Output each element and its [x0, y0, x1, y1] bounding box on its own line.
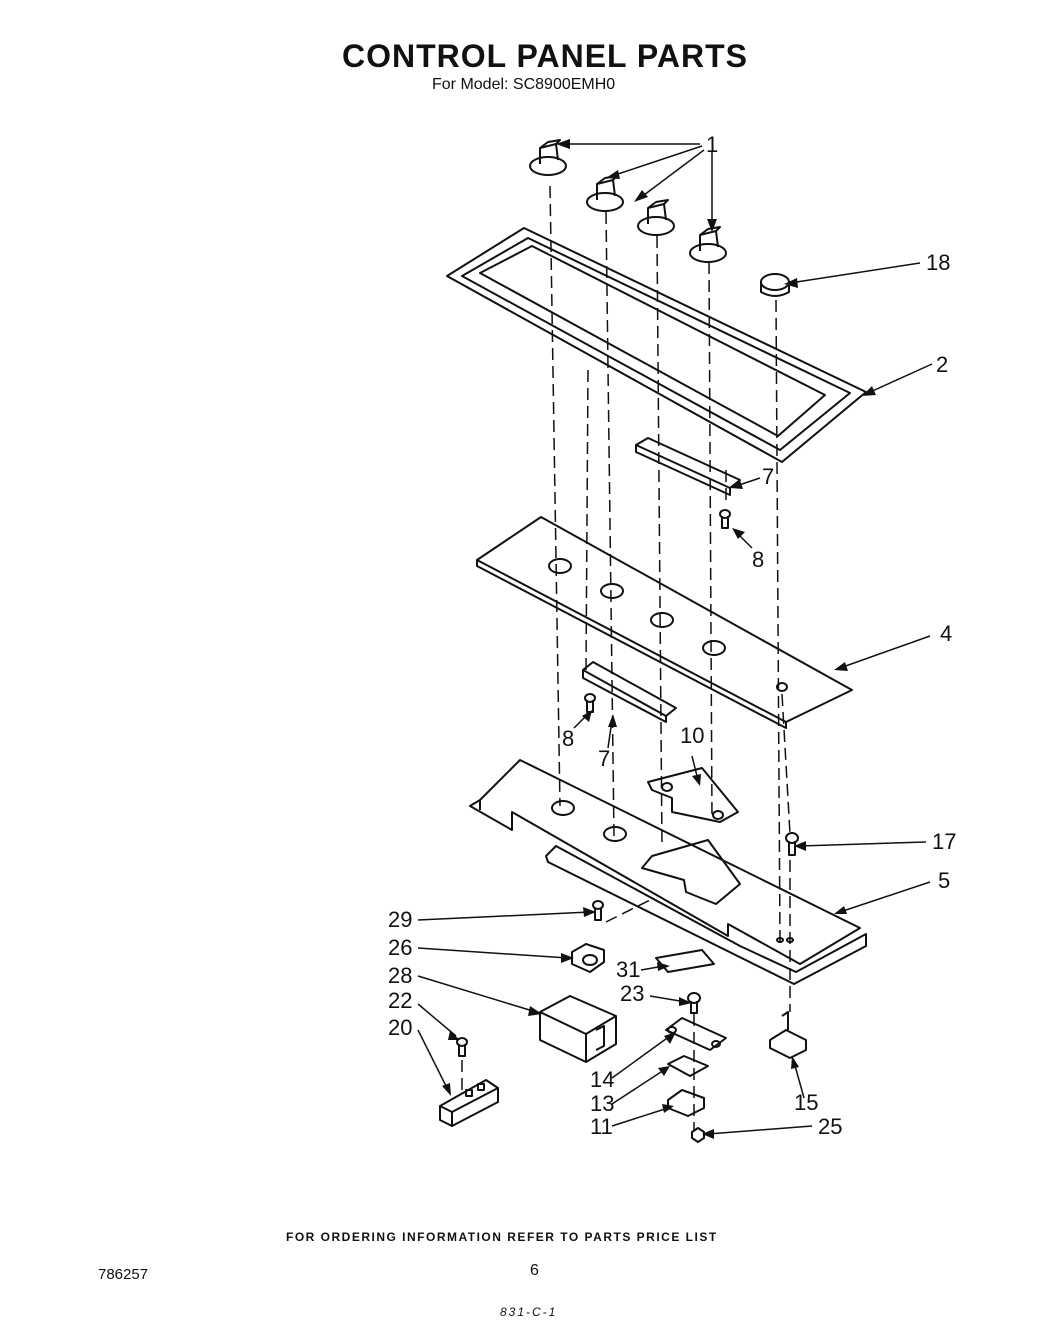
- callout-15: 15: [794, 1090, 818, 1115]
- bracket-7-upper: [635, 437, 741, 496]
- screw-23: [687, 992, 701, 1014]
- knob-18: [760, 273, 790, 297]
- callout-5: 5: [938, 868, 950, 893]
- alignment-lines: [461, 185, 791, 1130]
- callout-labels: 1 18 2 7 8 4 8 7 10 17 5 29 26 31 28 23 …: [388, 132, 956, 1139]
- control-panel-plate-4: [476, 516, 853, 729]
- screw-8-upper: [719, 509, 731, 529]
- terminal-block-20: [439, 1079, 499, 1127]
- callout-7-lower: 7: [598, 746, 610, 771]
- control-console-5: [469, 759, 867, 985]
- callout-17: 17: [932, 829, 956, 854]
- switch-15: [769, 1011, 807, 1059]
- nut-25: [691, 1127, 705, 1143]
- relay-box-28: [539, 995, 617, 1063]
- callout-4: 4: [940, 621, 952, 646]
- callout-28: 28: [388, 963, 412, 988]
- callout-7-upper: 7: [762, 464, 774, 489]
- screw-29: [592, 900, 604, 921]
- arrowheads: [442, 139, 876, 1139]
- bracket-7-lower: [582, 661, 677, 723]
- bracket-14: [665, 1017, 727, 1051]
- callout-1: 1: [706, 132, 718, 157]
- leader-lines: [417, 143, 933, 1135]
- callout-23: 23: [620, 981, 644, 1006]
- callout-8-upper: 8: [752, 547, 764, 572]
- page-title: CONTROL PANEL PARTS: [342, 38, 748, 74]
- callout-20: 20: [388, 1015, 412, 1040]
- callout-18: 18: [926, 250, 950, 275]
- callout-10: 10: [680, 723, 704, 748]
- callout-14: 14: [590, 1067, 614, 1092]
- callout-26: 26: [388, 935, 412, 960]
- knob-1: [529, 139, 567, 176]
- knob-4: [689, 226, 727, 263]
- ordering-note: FOR ORDERING INFORMATION REFER TO PARTS …: [286, 1230, 718, 1244]
- callout-2: 2: [936, 352, 948, 377]
- screw-22: [456, 1037, 468, 1057]
- knob-3: [637, 199, 675, 236]
- sheet-code: 831-C-1: [500, 1305, 558, 1319]
- model-line: For Model: SC8900EMH0: [432, 76, 616, 93]
- gasket-13: [667, 1055, 709, 1077]
- callout-31: 31: [616, 957, 640, 982]
- part-31-label: [655, 949, 715, 973]
- callout-29: 29: [388, 907, 412, 932]
- page-number: 6: [530, 1262, 539, 1279]
- knob-2: [586, 175, 624, 212]
- document-code: 786257: [98, 1266, 149, 1283]
- callout-13: 13: [590, 1091, 614, 1116]
- screw-8-lower: [584, 693, 596, 713]
- part-26-hex-nut: [571, 943, 605, 973]
- switch-11: [667, 1089, 705, 1117]
- callout-11: 11: [590, 1114, 613, 1139]
- screw-17: [785, 832, 799, 856]
- callout-25: 25: [818, 1114, 842, 1139]
- callout-22: 22: [388, 988, 412, 1013]
- callout-8-lower: 8: [562, 726, 574, 751]
